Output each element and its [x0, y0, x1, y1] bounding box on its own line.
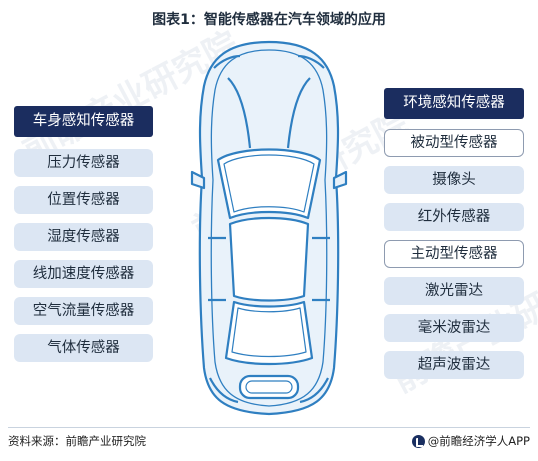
- sensor-item: 超声波雷达: [384, 351, 524, 379]
- sensor-item: 位置传感器: [14, 186, 153, 214]
- sensor-item: 压力传感器: [14, 149, 153, 177]
- sensor-item: 空气流量传感器: [14, 297, 153, 325]
- sensor-item: 湿度传感器: [14, 223, 153, 251]
- brand-label: @前瞻经济学人APP: [427, 434, 530, 448]
- sensor-item: 气体传感器: [14, 334, 153, 362]
- sensor-item: 摄像头: [384, 166, 524, 194]
- environment-sensors-panel: 环境感知传感器 被动型传感器 摄像头 红外传感器 主动型传感器 激光雷达 毫米波…: [384, 88, 524, 379]
- brand-credit: @前瞻经济学人APP: [411, 433, 530, 449]
- sensor-item: 红外传感器: [384, 203, 524, 231]
- sensor-category: 被动型传感器: [384, 129, 524, 157]
- panel-header: 车身感知传感器: [14, 106, 153, 137]
- source-note: 资料来源：前瞻产业研究院: [8, 434, 146, 448]
- figure-title: 图表1：智能传感器在汽车领域的应用: [152, 12, 386, 28]
- footer-divider: [8, 427, 530, 428]
- panel-header: 环境感知传感器: [384, 88, 524, 119]
- vehicle-body-sensors-panel: 车身感知传感器 压力传感器 位置传感器 湿度传感器 线加速度传感器 空气流量传感…: [14, 106, 153, 362]
- sensor-item: 线加速度传感器: [14, 260, 153, 288]
- brand-logo-icon: [411, 434, 425, 448]
- car-top-view-illustration: [190, 40, 348, 416]
- sensor-category: 主动型传感器: [384, 240, 524, 268]
- sensor-item: 激光雷达: [384, 277, 524, 305]
- sensor-item: 毫米波雷达: [384, 314, 524, 342]
